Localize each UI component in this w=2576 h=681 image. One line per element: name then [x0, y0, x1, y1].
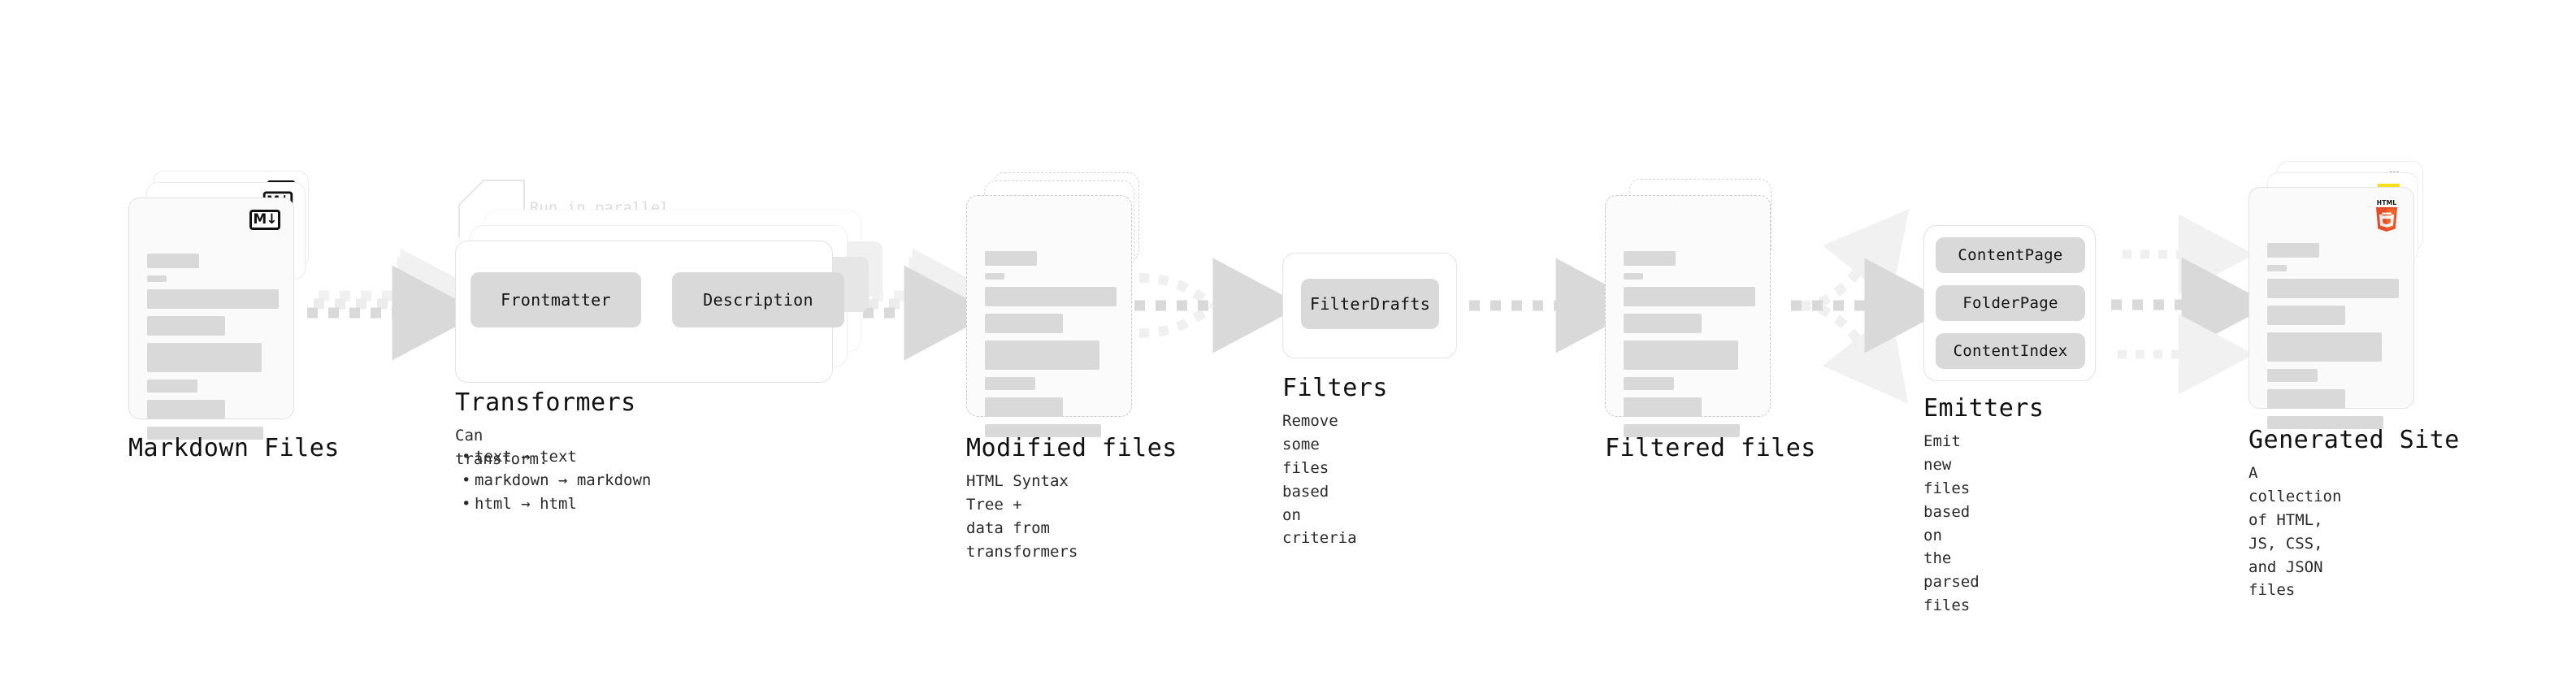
- site-card-front: HTML: [2249, 187, 2414, 429]
- filter-pill-filterdrafts[interactable]: FilterDrafts: [1301, 279, 1439, 329]
- stage-subtitle-emitters: Emit new files based on the parsed files: [1923, 432, 1980, 615]
- svg-text:HTML: HTML: [2377, 199, 2396, 206]
- stage-title-markdown-files: Markdown Files: [128, 434, 340, 462]
- modified-card-placeholder-bars: [985, 233, 1117, 445]
- emitter-pill-contentindex[interactable]: ContentIndex: [1936, 333, 2085, 369]
- filters-group: FilterDrafts: [1282, 253, 1457, 358]
- transformer-capability-list: text → text markdown → markdown html → h…: [462, 445, 651, 516]
- transformer-group-front: Frontmatter Description: [455, 241, 844, 383]
- stage-subtitle-generated-site: A collection of HTML, JS, CSS, and JSON …: [2249, 464, 2342, 600]
- site-card-placeholder-bars: [2267, 225, 2399, 436]
- list-item: text → text: [462, 445, 651, 469]
- html5-shield-icon: HTML: [2376, 199, 2397, 232]
- stage-title-filters: Filters: [1282, 374, 1388, 402]
- markdown-card-front: M↓: [128, 197, 294, 440]
- markdown-card-placeholder-bars: [147, 236, 279, 447]
- transformer-pill-frontmatter[interactable]: Frontmatter: [471, 272, 641, 327]
- connector-md-to-transformers: [307, 248, 490, 361]
- stage-subtitle-modified-files: HTML Syntax Tree + data from transformer…: [966, 472, 1078, 561]
- markdown-badge: M↓: [249, 210, 280, 230]
- emitter-pill-folderpage[interactable]: FolderPage: [1936, 285, 2085, 321]
- stage-title-filtered-files: Filtered files: [1605, 434, 1816, 462]
- connector-emitters-to-site: [2111, 214, 2271, 395]
- stage-title-modified-files: Modified files: [966, 434, 1177, 462]
- list-item: html → html: [462, 492, 651, 516]
- html5-badge: HTML: [2374, 198, 2399, 232]
- filtered-card-placeholder-bars: [1624, 233, 1755, 445]
- stage-subtitle-filters: Remove some files based on criteria: [1282, 412, 1357, 548]
- connector-modified-to-filters: [1134, 258, 1303, 354]
- emitters-group: ContentPage FolderPage ContentIndex: [1923, 225, 2096, 381]
- filtered-card-front: [1605, 195, 1771, 437]
- modified-card-front: [966, 195, 1132, 437]
- stage-title-emitters: Emitters: [1923, 394, 2045, 423]
- list-item: markdown → markdown: [462, 469, 651, 492]
- transformer-pill-description[interactable]: Description: [672, 272, 844, 327]
- connector-filtered-to-emitters: [1791, 209, 1954, 404]
- emitter-pill-contentpage[interactable]: ContentPage: [1936, 237, 2085, 273]
- stage-title-transformers: Transformers: [455, 388, 636, 417]
- stage-title-generated-site: Generated Site: [2249, 426, 2460, 454]
